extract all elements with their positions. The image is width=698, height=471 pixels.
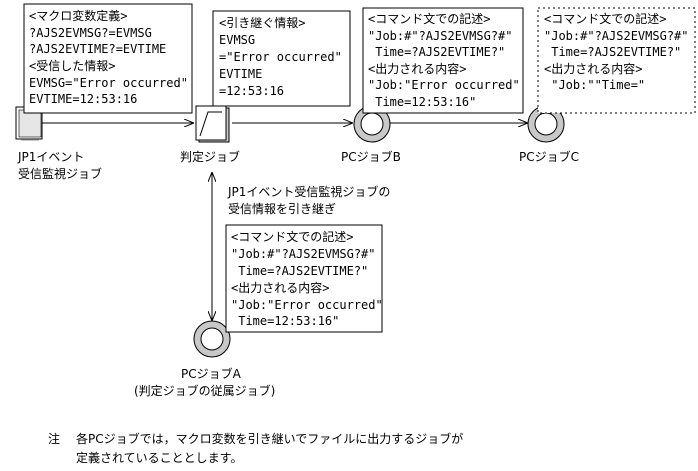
- jp1-box-line: EVTIME=12:53:16: [29, 92, 137, 106]
- pc-job-a-label: PCジョブA: [181, 366, 242, 381]
- pcc-box-line: "Job:#"?AJS2EVMSG?#": [544, 29, 689, 43]
- note-marker: 注: [48, 431, 60, 446]
- pc-job-c-label: PCジョブC: [519, 149, 579, 164]
- pc-job-b-label: PCジョブB: [341, 149, 401, 164]
- jp1-box-line: ?AJS2EVMSG?=EVMSG: [29, 26, 152, 40]
- pca-box-line: <コマンド文での記述>: [231, 229, 353, 244]
- note-text: 各PCジョブでは，マクロ変数を引き継いでファイルに出力するジョブが: [76, 431, 463, 446]
- judge-box-line: EVMSG: [219, 33, 255, 47]
- pcb-box-line: <出力される内容>: [368, 61, 466, 76]
- pc-job-b-command-box: [362, 7, 524, 114]
- pcb-box-line: "Job:#"?AJS2EVMSG?#": [368, 29, 513, 43]
- judgment-job-icon[interactable]: [195, 105, 230, 143]
- jp1-box-line: EVMSG="Error occurred": [29, 76, 188, 90]
- pcb-box-line: Time=?AJS2EVTIME?": [368, 45, 505, 59]
- jp1-box-line: ?AJS2EVTIME?=EVTIME: [29, 42, 166, 56]
- inherit-caption: JP1イベント受信監視ジョブの: [227, 184, 390, 199]
- pc-job-a-label: (判定ジョブの従属ジョブ): [134, 383, 275, 398]
- judge-box-line: <引き継ぐ情報>: [219, 15, 305, 30]
- pcc-box-line: <コマンド文での記述>: [544, 11, 666, 26]
- pcb-box-line: "Job:"Error occurred": [368, 78, 520, 92]
- judgment-inherit-info-box: [212, 10, 351, 107]
- pcb-box-line: <コマンド文での記述>: [368, 11, 490, 26]
- pc-job-a-command-box: [225, 224, 383, 333]
- pc-job-b-icon[interactable]: [353, 105, 391, 143]
- jp1-box-line: <受信した情報>: [29, 59, 115, 73]
- inherit-caption: 受信情報を引き継ぎ: [228, 201, 336, 216]
- jp1-job-label: 受信監視ジョブ: [18, 166, 102, 181]
- pca-box-line: Time=12:53:16": [231, 314, 339, 328]
- judgment-job-label: 判定ジョブ: [180, 149, 240, 164]
- jp1-job-label: JP1イベント: [17, 150, 84, 164]
- jp1-box-line: <マクロ変数定義>: [29, 8, 127, 23]
- judge-box-line: ="Error occurred": [219, 50, 342, 64]
- pca-box-line: "Job:#"?AJS2EVMSG?#": [231, 247, 376, 261]
- jp1-macro-info-box: [23, 3, 193, 114]
- pc-job-c-command-box: [537, 7, 696, 114]
- judge-box-line: =12:53:16: [219, 84, 284, 98]
- pca-box-line: <出力される内容>: [231, 280, 329, 295]
- pcc-box-line: Time=?AJS2EVTIME?": [544, 45, 681, 59]
- pcc-box-line: <出力される内容>: [544, 61, 642, 76]
- pcb-box-line: Time=12:53:16": [368, 95, 476, 109]
- judge-box-line: EVTIME: [219, 67, 262, 81]
- pca-box-line: Time=?AJS2EVTIME?": [231, 264, 368, 278]
- pca-box-line: "Job:"Error occurred": [231, 298, 383, 312]
- pc-job-a-icon[interactable]: [193, 320, 231, 358]
- note-text: 定義されていることとします。: [76, 450, 242, 465]
- pcc-box-line: "Job:""Time=": [544, 78, 645, 92]
